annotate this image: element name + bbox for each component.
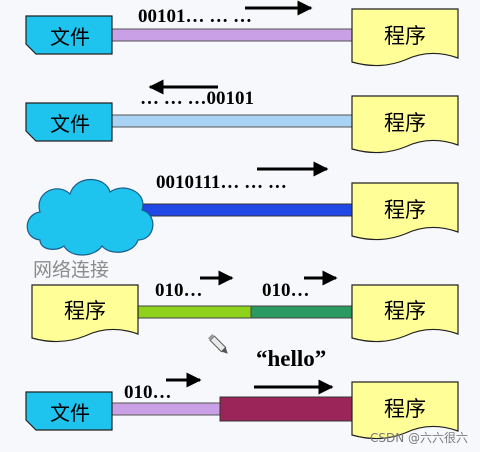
stream-text-row4-left: 010… xyxy=(155,280,203,301)
stream-text-row3: 0010111… … … xyxy=(156,172,287,193)
file-node-row5: 文件 xyxy=(25,391,113,431)
row-program-to-program: 程序 程序 010… 010… xyxy=(31,270,459,343)
stream-text-row4-right: 010… xyxy=(262,280,310,301)
row-network-to-program: 程序 0010111… … … 网络连接 xyxy=(26,161,459,281)
row-file-to-program: 文件 程序 00101… … … xyxy=(25,0,459,67)
program-node-row1: 程序 xyxy=(351,8,459,67)
pipe-row5-right xyxy=(219,396,355,422)
stream-text-row2: … … …00101 xyxy=(140,88,254,109)
program-label: 程序 xyxy=(384,198,426,222)
program-label: 程序 xyxy=(384,397,426,421)
pipe-row4-right xyxy=(250,305,355,319)
row-program-to-file: 文件 程序 … … …00101 xyxy=(25,79,459,154)
file-label: 文件 xyxy=(50,112,90,136)
stream-text-row1: 00101… … … xyxy=(138,6,252,27)
program-label: 程序 xyxy=(384,24,426,48)
file-node-row1: 文件 xyxy=(25,15,113,55)
row-file-to-program-hello: 文件 程序 010… “hello” xyxy=(25,346,459,440)
program-node-row2: 程序 xyxy=(351,95,459,154)
program-label: 程序 xyxy=(384,299,426,323)
program-node-row4-left: 程序 xyxy=(31,284,139,343)
stream-text-row5: 010… xyxy=(124,382,172,403)
program-node-row3: 程序 xyxy=(351,182,459,241)
pencil-icon xyxy=(207,333,228,354)
pipe-row4-left xyxy=(133,305,252,319)
program-label: 程序 xyxy=(384,111,426,135)
program-label: 程序 xyxy=(64,299,106,323)
hello-text: “hello” xyxy=(256,346,326,371)
pipe-row5-left xyxy=(109,402,223,416)
watermark: CSDN @六六很六 xyxy=(369,431,468,445)
file-label: 文件 xyxy=(50,401,90,425)
network-connection-label: 网络连接 xyxy=(33,259,109,281)
pipe-row2 xyxy=(109,114,355,128)
file-node-row2: 文件 xyxy=(25,102,113,142)
file-label: 文件 xyxy=(50,25,90,49)
pipe-row1 xyxy=(109,28,355,42)
pipe-row3 xyxy=(131,203,355,217)
program-node-row5: 程序 xyxy=(351,381,459,440)
program-node-row4-right: 程序 xyxy=(351,284,459,343)
cloud-icon xyxy=(26,179,154,256)
